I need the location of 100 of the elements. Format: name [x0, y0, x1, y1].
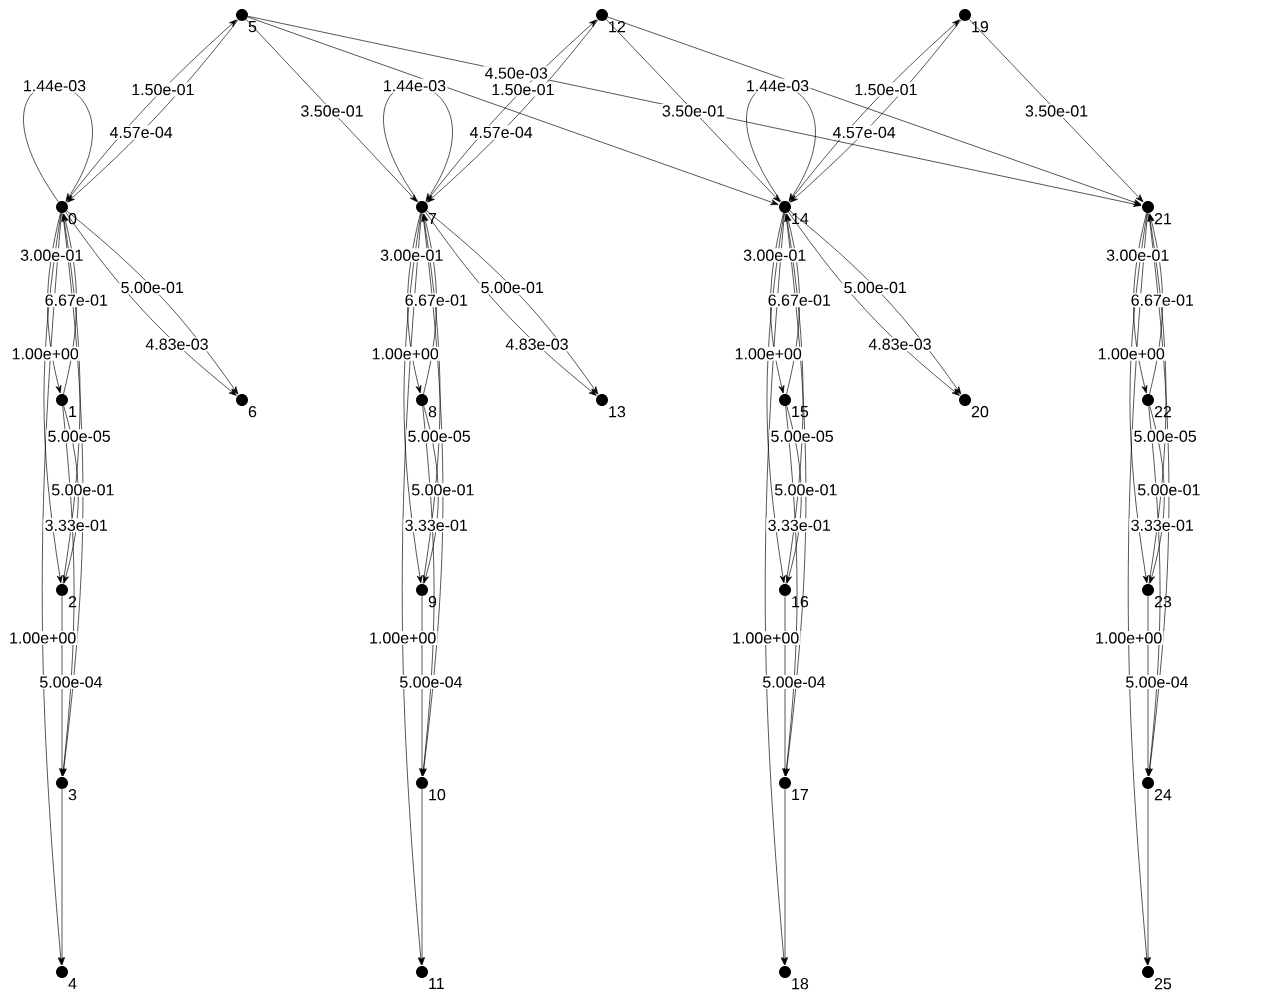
- edge-label: 5.00e-01: [479, 280, 546, 295]
- node-label: 7: [428, 213, 437, 225]
- arrow: [607, 16, 1142, 205]
- edge-label: 1.44e-03: [381, 78, 448, 93]
- edge-label: 4.57e-04: [108, 125, 175, 140]
- node-label: 4: [68, 978, 77, 990]
- edge-label: 5.00e-05: [406, 429, 473, 444]
- edge-label: 1.00e+00: [1093, 630, 1164, 645]
- arrow: [770, 212, 785, 394]
- arrow: [782, 788, 788, 966]
- edge-label: 1.00e+00: [7, 630, 78, 645]
- edge-label: 6.67e-01: [1129, 293, 1196, 308]
- edge-label: 5.00e-04: [398, 675, 464, 690]
- edge-label: 1.00e+00: [10, 346, 81, 361]
- edge-label: 1.50e-01: [852, 82, 919, 97]
- arrow: [1133, 212, 1148, 394]
- arrow: [1127, 212, 1150, 966]
- node-label: 5: [248, 21, 257, 33]
- edge-label: 3.33e-01: [766, 518, 833, 533]
- node-label: 15: [792, 406, 809, 418]
- node-label: 18: [792, 978, 809, 990]
- node-label: 12: [609, 21, 626, 33]
- node-label: 20: [971, 406, 989, 418]
- edge-label: 4.57e-04: [468, 125, 535, 140]
- arrow: [47, 212, 62, 394]
- node-label: 3: [68, 789, 77, 801]
- edge-label: 3.50e-01: [660, 104, 727, 118]
- edge-label: 4.57e-04: [831, 125, 898, 140]
- arrow: [245, 19, 418, 203]
- edge-label: 1.00e+00: [1096, 346, 1167, 361]
- arrow: [606, 19, 781, 203]
- arrow: [401, 212, 424, 966]
- arrow: [59, 595, 65, 777]
- arrow: [43, 212, 63, 584]
- edge-label: 5.00e-01: [409, 482, 476, 497]
- arrow: [969, 19, 1144, 203]
- edge-label: 5.00e-01: [49, 482, 116, 497]
- node-label: 14: [792, 213, 809, 225]
- arrow: [1129, 212, 1149, 584]
- node-label: 6: [248, 406, 257, 418]
- edge-label: 5.00e-01: [1135, 482, 1202, 497]
- node-label: 21: [1154, 213, 1172, 225]
- arrow: [403, 212, 423, 584]
- edge-label: 5.00e-04: [38, 675, 104, 690]
- edge-label: 6.67e-01: [43, 293, 110, 308]
- edge-label: 3.33e-01: [43, 518, 110, 533]
- edge-label: 5.00e-01: [119, 280, 186, 295]
- edge-label: 5.00e-01: [842, 280, 909, 295]
- edge-label: 5.00e-01: [772, 482, 839, 497]
- node-label: 22: [1154, 406, 1172, 418]
- arrow: [41, 212, 64, 966]
- edge-label: 1.50e-01: [129, 82, 196, 97]
- arrow: [782, 595, 788, 777]
- edge-label: 1.00e+00: [733, 346, 804, 361]
- node-label: 23: [1154, 596, 1172, 608]
- node-label: 19: [972, 21, 989, 33]
- edge-label: 6.67e-01: [766, 293, 833, 308]
- edge-label: 1.00e+00: [370, 346, 441, 361]
- edge-label: 4.83e-03: [144, 337, 210, 352]
- node-label: 9: [428, 596, 437, 608]
- edge-label: 6.67e-01: [403, 293, 470, 308]
- edge-label: 1.44e-03: [21, 78, 88, 93]
- edge-label: 3.00e-01: [741, 248, 808, 263]
- node-label: 10: [429, 789, 446, 801]
- arrow: [766, 212, 786, 584]
- arrow: [419, 788, 425, 966]
- node-label: 0: [68, 213, 77, 225]
- edge-label: 3.33e-01: [1129, 518, 1196, 533]
- edge-label: 5.00e-05: [46, 429, 113, 444]
- arrow: [247, 16, 779, 205]
- node-label: 8: [428, 406, 437, 418]
- edge-label: 3.00e-01: [378, 248, 445, 263]
- edge-label: 4.83e-03: [504, 337, 570, 352]
- edge-label: 5.00e-04: [761, 675, 827, 690]
- node-label: 2: [68, 596, 77, 608]
- edge-label: 3.33e-01: [403, 518, 470, 533]
- arrow: [59, 788, 65, 966]
- edge-label: 4.83e-03: [867, 337, 933, 352]
- edge-label: 1.44e-03: [744, 78, 811, 93]
- node-label: 11: [429, 978, 444, 990]
- edge-label: 1.00e+00: [367, 630, 438, 645]
- arrow: [407, 212, 422, 394]
- node-label: 13: [609, 406, 626, 418]
- node-label: 25: [1154, 978, 1172, 990]
- arrow: [1145, 595, 1151, 777]
- edge-label: 5.00e-04: [1124, 675, 1190, 690]
- node-label: 17: [792, 789, 809, 801]
- arrow: [1145, 788, 1151, 966]
- edge-label: 3.50e-01: [299, 104, 365, 118]
- edge-label: 3.50e-01: [1023, 104, 1090, 118]
- arrow: [764, 212, 787, 966]
- node-label: 24: [1154, 789, 1172, 801]
- edge-label: 3.00e-01: [18, 248, 85, 263]
- edge-label: 4.50e-03: [483, 66, 550, 81]
- edge-label: 5.00e-05: [769, 429, 836, 444]
- edge-label: 1.50e-01: [489, 82, 556, 97]
- arrow: [419, 595, 425, 777]
- node-label: 16: [792, 596, 809, 608]
- node-label: 1: [69, 406, 77, 418]
- edge-label: 5.00e-05: [1132, 429, 1199, 444]
